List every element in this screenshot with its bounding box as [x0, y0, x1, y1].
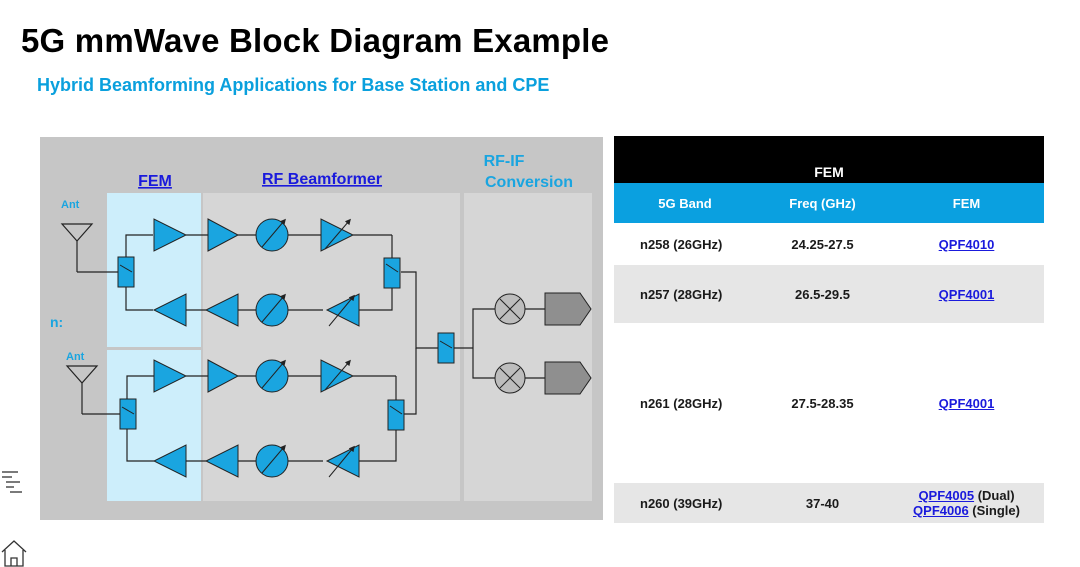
- band-cell: n258 (26GHz): [614, 223, 756, 265]
- band-cell: n257 (28GHz): [614, 265, 756, 323]
- table-row: n257 (28GHz) 26.5-29.5 QPF4001: [614, 265, 1044, 323]
- if-port: [544, 361, 592, 395]
- driver-amplifier: [207, 218, 240, 252]
- lna-amplifier: [152, 444, 187, 478]
- conversion-section: [464, 193, 592, 501]
- fem-table: FEM 5G Band Freq (GHz) FEM n258 (26GHz) …: [614, 136, 1044, 523]
- table-title: FEM: [614, 136, 1044, 183]
- t-r-switch: [387, 399, 405, 431]
- pa-amplifier: [153, 218, 188, 252]
- block-diagram: FEM RF Beamformer RF-IF Conversion Ant n…: [40, 137, 603, 520]
- fem-part-link[interactable]: QPF4001: [938, 286, 995, 302]
- fem-part-link[interactable]: QPF4010: [938, 236, 995, 252]
- conversion-label-1: RF-IF: [484, 153, 525, 170]
- header-fem: FEM: [889, 183, 1044, 223]
- fem-note: (Single): [968, 503, 1020, 518]
- freq-cell: 37-40: [756, 483, 889, 523]
- toc-icon[interactable]: [0, 468, 24, 496]
- fem-part-link[interactable]: QPF4005: [918, 488, 975, 503]
- fem-part-link[interactable]: QPF4006: [913, 503, 969, 518]
- lna-amplifier: [152, 293, 187, 327]
- vga: [325, 293, 360, 327]
- page-subtitle: Hybrid Beamforming Applications for Base…: [37, 75, 550, 95]
- fem-cell: QPF4001: [889, 265, 1044, 323]
- band-cell: n260 (39GHz): [614, 483, 756, 523]
- driver-amplifier: [207, 359, 240, 393]
- table-row: n258 (26GHz) 24.25-27.5 QPF4010: [614, 223, 1044, 265]
- conversion-label-2: Conversion: [485, 174, 573, 191]
- home-icon[interactable]: [0, 538, 30, 567]
- header-band: 5G Band: [614, 183, 756, 223]
- t-r-switch: [383, 257, 401, 289]
- ant-label: Ant: [61, 199, 80, 211]
- band-cell: n261 (28GHz): [614, 323, 756, 483]
- driver-amplifier: [204, 444, 239, 478]
- beamformer-label: RF Beamformer: [262, 171, 382, 188]
- t-r-switch: [117, 256, 135, 288]
- page-title: 5G mmWave Block Diagram Example: [21, 22, 610, 59]
- chain-top: [60, 223, 438, 349]
- fem-cell: QPF4001: [889, 323, 1044, 483]
- table-row: n261 (28GHz) 27.5-28.35 QPF4001: [614, 323, 1044, 483]
- fem-note: (Dual): [974, 488, 1015, 503]
- combiner: [437, 332, 455, 364]
- fem-cell: QPF4010: [889, 223, 1044, 265]
- ant-label: Ant: [66, 351, 85, 363]
- header-freq: Freq (GHz): [756, 183, 889, 223]
- fem-part-link[interactable]: QPF4001: [938, 395, 995, 411]
- pa-amplifier: [153, 359, 188, 393]
- n-label: n:: [50, 314, 63, 330]
- chain-bottom: [65, 348, 417, 462]
- vga: [325, 444, 360, 478]
- driver-amplifier: [204, 293, 239, 327]
- table-row: n260 (39GHz) 37-40 QPF4005 (Dual) QPF400…: [614, 483, 1044, 523]
- freq-cell: 26.5-29.5: [756, 265, 889, 323]
- if-port: [544, 292, 592, 326]
- t-r-switch: [119, 398, 137, 430]
- fem-label: FEM: [138, 173, 172, 190]
- freq-cell: 24.25-27.5: [756, 223, 889, 265]
- freq-cell: 27.5-28.35: [756, 323, 889, 483]
- fem-cell: QPF4005 (Dual) QPF4006 (Single): [889, 483, 1044, 523]
